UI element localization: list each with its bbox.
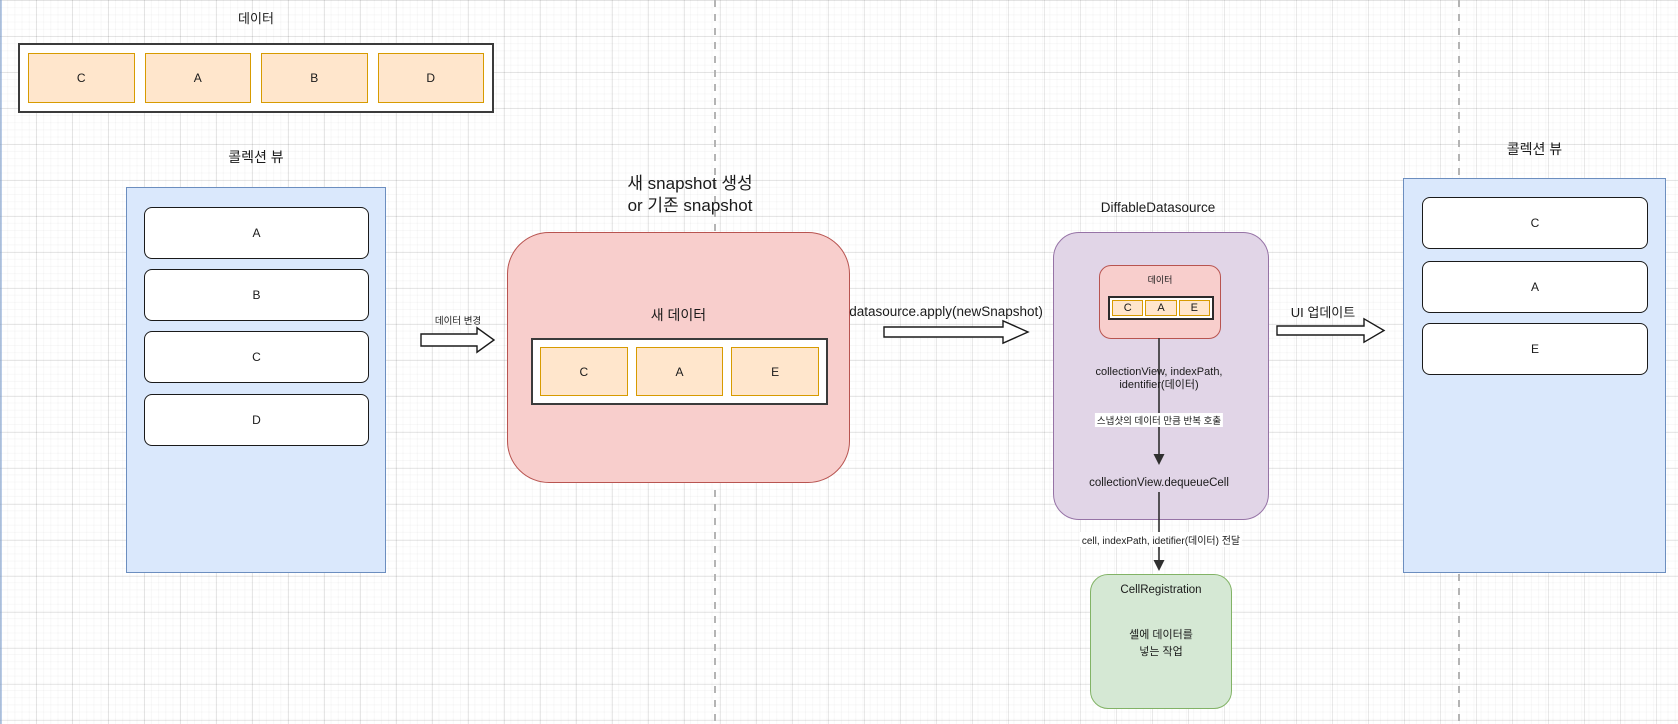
data-cell[interactable]: A: [1145, 300, 1177, 316]
cell-registration-box[interactable]: CellRegistration 셀에 데이터를 넣는 작업: [1090, 574, 1232, 709]
right-collection-view[interactable]: C A E: [1403, 178, 1666, 573]
cell-registration-desc-line1: 셀에 데이터를: [1129, 629, 1193, 641]
left-collection-title: 콜렉션 뷰: [228, 149, 284, 165]
collection-cell[interactable]: E: [1422, 323, 1648, 375]
diffable-param-text: collectionView, indexPath, identifier(데이…: [1059, 366, 1259, 392]
diffable-param-line1: collectionView, indexPath,: [1095, 366, 1223, 378]
diffable-repeat-note: 스냅샷의 데이터 만큼 반복 호출: [1094, 413, 1224, 427]
data-cell[interactable]: B: [261, 53, 368, 103]
ui-update-arrow-label: UI 업데이트: [1290, 305, 1356, 320]
snapshot-data-array[interactable]: C A E: [531, 338, 828, 405]
data-cell[interactable]: C: [1112, 300, 1144, 316]
diffable-param-line2: identifier(데이터): [1119, 379, 1199, 391]
collection-cell[interactable]: B: [144, 269, 369, 321]
cell-pass-arrow-label: cell, indexPath, idetifier(데이터) 전달: [1079, 532, 1243, 547]
data-cell[interactable]: C: [28, 53, 135, 103]
snapshot-box[interactable]: 새 데이터 C A E: [507, 232, 850, 483]
collection-cell[interactable]: A: [144, 207, 369, 259]
dequeue-label: collectionView.dequeueCell: [1089, 477, 1229, 489]
diffable-datasource-box[interactable]: 데이터 C A E: [1053, 232, 1269, 520]
collection-cell[interactable]: C: [144, 331, 369, 383]
data-cell[interactable]: E: [1178, 300, 1210, 316]
collection-cell[interactable]: D: [144, 394, 369, 446]
top-data-title: 데이터: [238, 11, 274, 26]
left-collection-view[interactable]: A B C D: [126, 187, 386, 573]
data-change-arrow[interactable]: [420, 326, 496, 354]
collection-cell[interactable]: A: [1422, 261, 1648, 313]
cell-registration-title: CellRegistration: [1120, 584, 1202, 596]
snapshot-title-line2: or 기존 snapshot: [627, 196, 753, 215]
top-data-array[interactable]: C A B D: [18, 43, 494, 113]
diffable-data-array[interactable]: C A E: [1108, 296, 1214, 320]
data-change-arrow-label: 데이터 변경: [434, 316, 482, 327]
right-collection-title: 콜렉션 뷰: [1506, 141, 1563, 157]
data-cell[interactable]: E: [731, 347, 820, 396]
apply-arrow-label: datasource.apply(newSnapshot): [849, 304, 1043, 319]
data-cell[interactable]: A: [635, 347, 724, 396]
snapshot-inner-title: 새 데이터: [650, 307, 707, 323]
canvas-left-edge: [0, 0, 2, 724]
snapshot-title-line1: 새 snapshot 생성: [627, 174, 753, 193]
cell-registration-desc-line2: 넣는 작업: [1139, 645, 1183, 658]
diffable-data-box[interactable]: 데이터 C A E: [1099, 265, 1221, 339]
snapshot-title: 새 snapshot 생성 or 기존 snapshot: [540, 173, 840, 217]
apply-arrow[interactable]: [883, 319, 1030, 345]
data-cell[interactable]: A: [144, 53, 251, 103]
collection-cell[interactable]: C: [1422, 197, 1648, 249]
cell-registration-desc: 셀에 데이터를 넣는 작업: [1091, 627, 1231, 660]
diffable-title: DiffableDatasource: [1100, 200, 1216, 215]
diffable-flow-connector[interactable]: [1139, 338, 1179, 578]
data-cell[interactable]: D: [377, 53, 484, 103]
diffable-data-title: 데이터: [1147, 275, 1173, 285]
ui-update-arrow[interactable]: [1276, 317, 1386, 344]
data-cell[interactable]: C: [540, 347, 628, 396]
